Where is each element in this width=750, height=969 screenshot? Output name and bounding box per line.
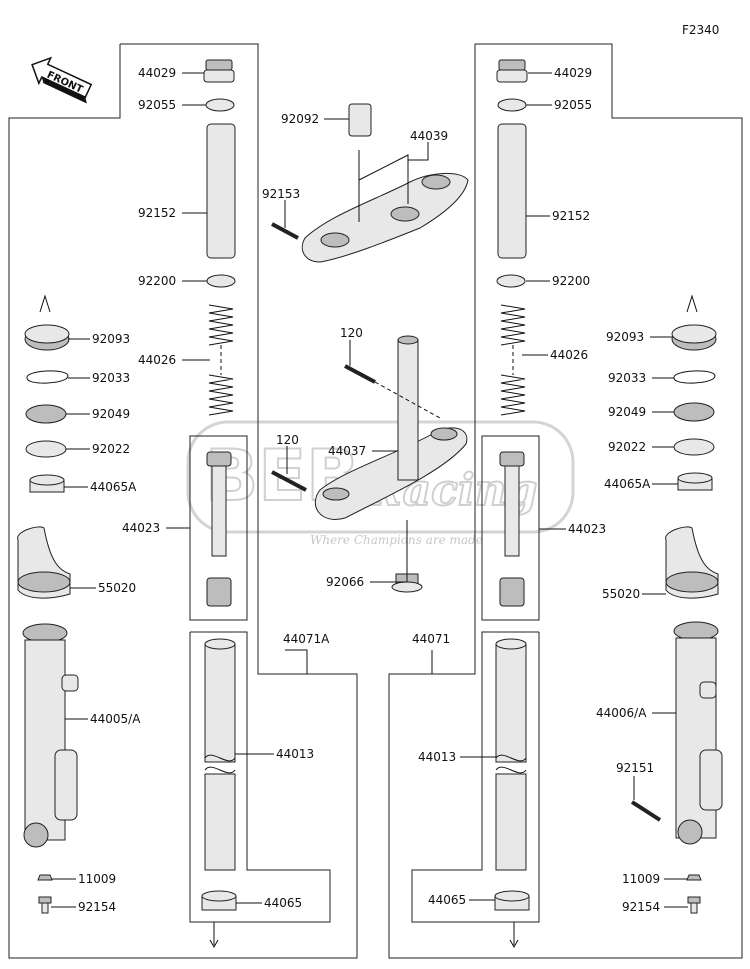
- part-92200-left: [206, 274, 236, 288]
- label-120-lower: 120: [276, 433, 299, 447]
- part-labels: 44029 92055 92152 92200 44026 92093 9203…: [78, 66, 660, 914]
- label-92066: 92066: [326, 575, 364, 589]
- part-92153: [271, 222, 299, 240]
- part-92022-right: [673, 438, 715, 456]
- label-44065-left: 44065: [264, 896, 302, 910]
- part-44065A-left: [29, 474, 65, 493]
- label-55020-right: 55020: [602, 587, 640, 601]
- part-11009-right: [686, 874, 702, 881]
- label-92154-left: 92154: [78, 900, 116, 914]
- part-92151-right: [630, 800, 662, 822]
- part-120-upper-bolt: [344, 364, 376, 384]
- part-44065A-right: [677, 472, 713, 491]
- label-92200-left: 92200: [138, 274, 176, 288]
- label-92200-right: 92200: [552, 274, 590, 288]
- label-11009-left: 11009: [78, 872, 116, 886]
- part-92033-right: [673, 370, 716, 384]
- watermark-tagline: Where Champions are made: [310, 533, 483, 547]
- part-44037-steering-stem: [314, 335, 468, 520]
- label-44026-left: 44026: [138, 353, 176, 367]
- part-44013-left: [204, 638, 236, 871]
- label-44026-right: 44026: [550, 348, 588, 362]
- part-55020-right: [665, 526, 719, 599]
- label-92093-left: 92093: [92, 332, 130, 346]
- label-92022-left: 92022: [92, 442, 130, 456]
- right-inner-tube-box: [411, 631, 540, 923]
- part-92055-right: [497, 98, 527, 112]
- part-44013-right: [495, 638, 527, 871]
- part-44026-left-spring: [208, 304, 234, 416]
- right-fork-outline: [388, 43, 743, 959]
- label-92049-right: 92049: [608, 405, 646, 419]
- label-44013-right: 44013: [418, 750, 456, 764]
- label-44005A-left: 44005/A: [90, 712, 141, 726]
- part-92033-left: [26, 370, 69, 384]
- front-arrow-icon: FRONT: [31, 56, 93, 104]
- label-92151-right: 92151: [616, 761, 654, 775]
- label-44029-right: 44029: [554, 66, 592, 80]
- part-44029-right: [496, 59, 528, 83]
- part-44026-right-spring: [500, 304, 526, 416]
- label-92033-left: 92033: [92, 371, 130, 385]
- label-44023-left: 44023: [122, 521, 160, 535]
- label-44037: 44037: [328, 444, 366, 458]
- part-44006A-right: [673, 621, 723, 845]
- figure-code: F2340: [682, 23, 719, 37]
- part-92093-right: [671, 294, 717, 351]
- label-44006A-right: 44006/A: [596, 706, 647, 720]
- part-92055-left: [205, 98, 235, 112]
- label-44023-right: 44023: [568, 522, 606, 536]
- label-92152-right: 92152: [552, 209, 590, 223]
- left-inner-tube-box: [189, 631, 331, 923]
- label-92022-right: 92022: [608, 440, 646, 454]
- label-92092: 92092: [281, 112, 319, 126]
- part-44065-right: [494, 890, 530, 911]
- part-92152-right: [497, 123, 527, 259]
- label-92055-left: 92055: [138, 98, 176, 112]
- part-44023-right: [499, 451, 525, 607]
- label-92153: 92153: [262, 187, 300, 201]
- label-92033-right: 92033: [608, 371, 646, 385]
- label-44029-left: 44029: [138, 66, 176, 80]
- part-92152-left: [206, 123, 236, 259]
- label-92152-left: 92152: [138, 206, 176, 220]
- label-44065-right: 44065: [428, 893, 466, 907]
- part-92092: [348, 103, 372, 137]
- label-92055-right: 92055: [554, 98, 592, 112]
- label-44071: 44071: [412, 632, 450, 646]
- label-55020-left: 55020: [98, 581, 136, 595]
- label-44065A-left: 44065A: [90, 480, 137, 494]
- part-92049-left: [25, 404, 67, 424]
- part-44029-left: [203, 59, 235, 83]
- part-44065-left: [201, 890, 237, 911]
- part-92154-right: [687, 896, 701, 914]
- label-120-upper: 120: [340, 326, 363, 340]
- label-44065A-right: 44065A: [604, 477, 651, 491]
- part-92200-right: [496, 274, 526, 288]
- part-44039-upper-bracket: [301, 172, 469, 263]
- part-92049-right: [673, 402, 715, 422]
- part-11009-left: [37, 874, 53, 881]
- leader-lines: [51, 72, 688, 908]
- label-44039: 44039: [410, 129, 448, 143]
- label-92154-right: 92154: [622, 900, 660, 914]
- part-44023-left: [206, 451, 232, 607]
- part-44005A-left: [22, 623, 79, 848]
- part-55020-left: [17, 526, 71, 599]
- label-11009-right: 11009: [622, 872, 660, 886]
- part-92154-left: [38, 896, 52, 914]
- label-44071A: 44071A: [283, 632, 330, 646]
- part-120-lower-bolt: [271, 470, 307, 492]
- label-92049-left: 92049: [92, 407, 130, 421]
- part-92093-left: [24, 294, 70, 351]
- left-fork-outline: [8, 43, 358, 959]
- part-92022-left: [25, 440, 67, 458]
- label-92093-right: 92093: [606, 330, 644, 344]
- right-cartridge-box: [481, 435, 540, 621]
- label-44013-left: 44013: [276, 747, 314, 761]
